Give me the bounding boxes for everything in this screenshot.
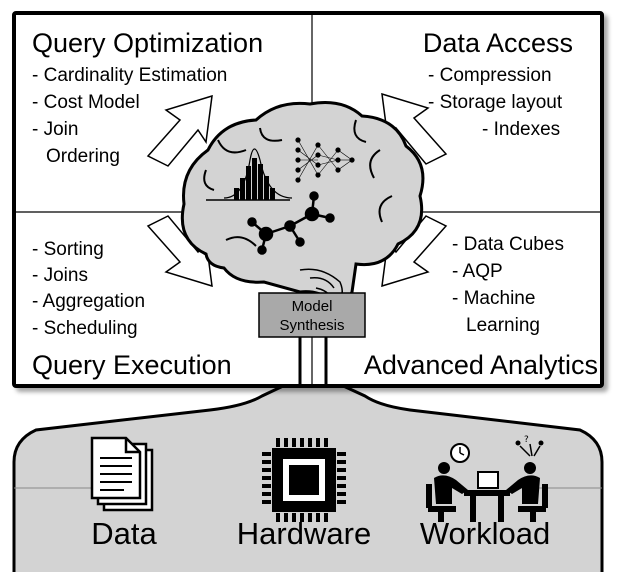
model-label-line2: Synthesis [279, 317, 344, 334]
input-label-data: Data [91, 516, 157, 551]
arrow-to-query-optimization [146, 94, 213, 167]
title-query-optimization: Query Optimization [32, 28, 263, 58]
list-item: - Joins [32, 265, 88, 286]
title-query-execution: Query Execution [32, 350, 232, 380]
documents-icon [90, 436, 154, 512]
brain-icon [180, 101, 425, 303]
model-synthesis-box [258, 292, 366, 338]
list-item: - Join [32, 119, 78, 140]
list-item: Ordering [46, 146, 120, 167]
title-advanced-analytics: Advanced Analytics [364, 350, 598, 380]
list-item: - AQP [452, 261, 503, 282]
list-item: - Sorting [32, 239, 104, 260]
input-label-workload: Workload [420, 516, 550, 551]
list-item: - Indexes [482, 119, 560, 140]
input-label-hardware: Hardware [237, 516, 371, 551]
neural-network-icon [295, 137, 355, 183]
list-item: - Aggregation [32, 291, 145, 312]
list-item: - Cardinality Estimation [32, 65, 227, 86]
histogram-icon [206, 148, 293, 201]
list-item: - Machine [452, 288, 535, 309]
list-item: Learning [466, 315, 540, 336]
title-data-access: Data Access [423, 28, 573, 58]
graph-nodes-icon [247, 191, 335, 255]
list-item: - Compression [428, 65, 552, 86]
svg-text:?: ? [524, 435, 529, 445]
people-at-desk-icon: ? [426, 435, 548, 522]
list-item: - Cost Model [32, 92, 140, 113]
list-item: - Storage layout [428, 92, 563, 113]
cpu-chip-icon [262, 438, 346, 522]
model-label-line1: Model [292, 298, 333, 315]
list-item: - Scheduling [32, 318, 138, 339]
connector-stem [298, 335, 328, 384]
list-item: - Data Cubes [452, 234, 564, 255]
